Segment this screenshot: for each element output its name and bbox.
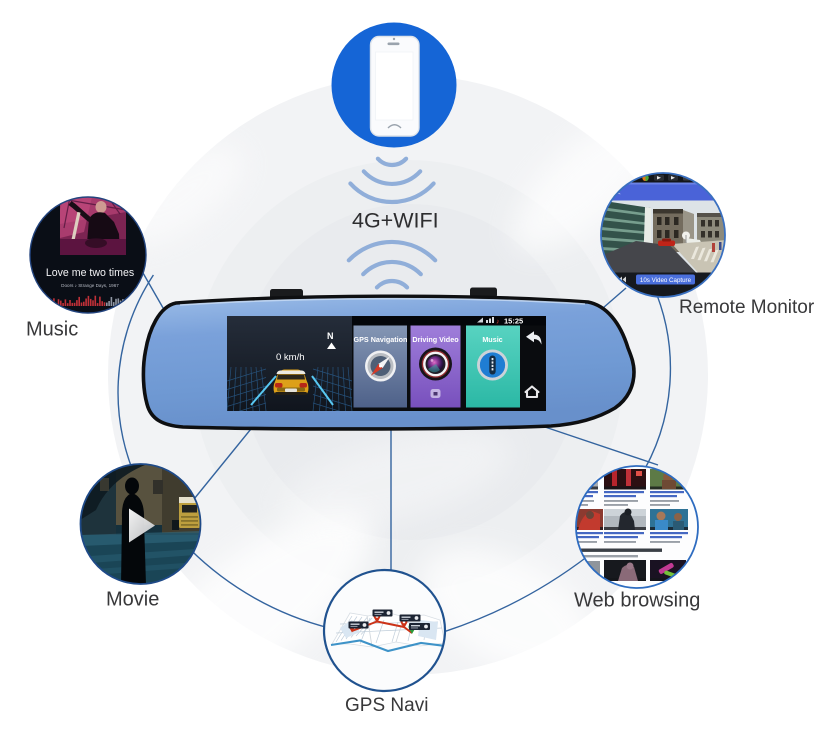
svg-text:Music: Music (26, 319, 78, 341)
svg-text:♪: ♪ (496, 319, 500, 326)
svg-text:Remote Monitor: Remote Monitor (679, 297, 815, 318)
svg-text:4G+WIFI: 4G+WIFI (352, 209, 439, 233)
svg-text:N: N (327, 331, 334, 341)
svg-text:Love me two times: Love me two times (46, 267, 134, 279)
svg-text:15:25: 15:25 (504, 317, 523, 326)
svg-text:Doors ♪ Strange Days, 1967: Doors ♪ Strange Days, 1967 (61, 283, 119, 288)
svg-text:GPS Navigation: GPS Navigation (354, 335, 408, 344)
svg-text:Web browsing: Web browsing (574, 590, 700, 612)
svg-text:Driving Video: Driving Video (412, 335, 459, 344)
svg-text:10s Video Capture: 10s Video Capture (640, 277, 692, 284)
svg-text:GPS Navi: GPS Navi (345, 695, 428, 716)
svg-text:0 km/h: 0 km/h (276, 352, 305, 363)
svg-text:Movie: Movie (106, 589, 159, 611)
svg-text:Music: Music (482, 335, 502, 344)
